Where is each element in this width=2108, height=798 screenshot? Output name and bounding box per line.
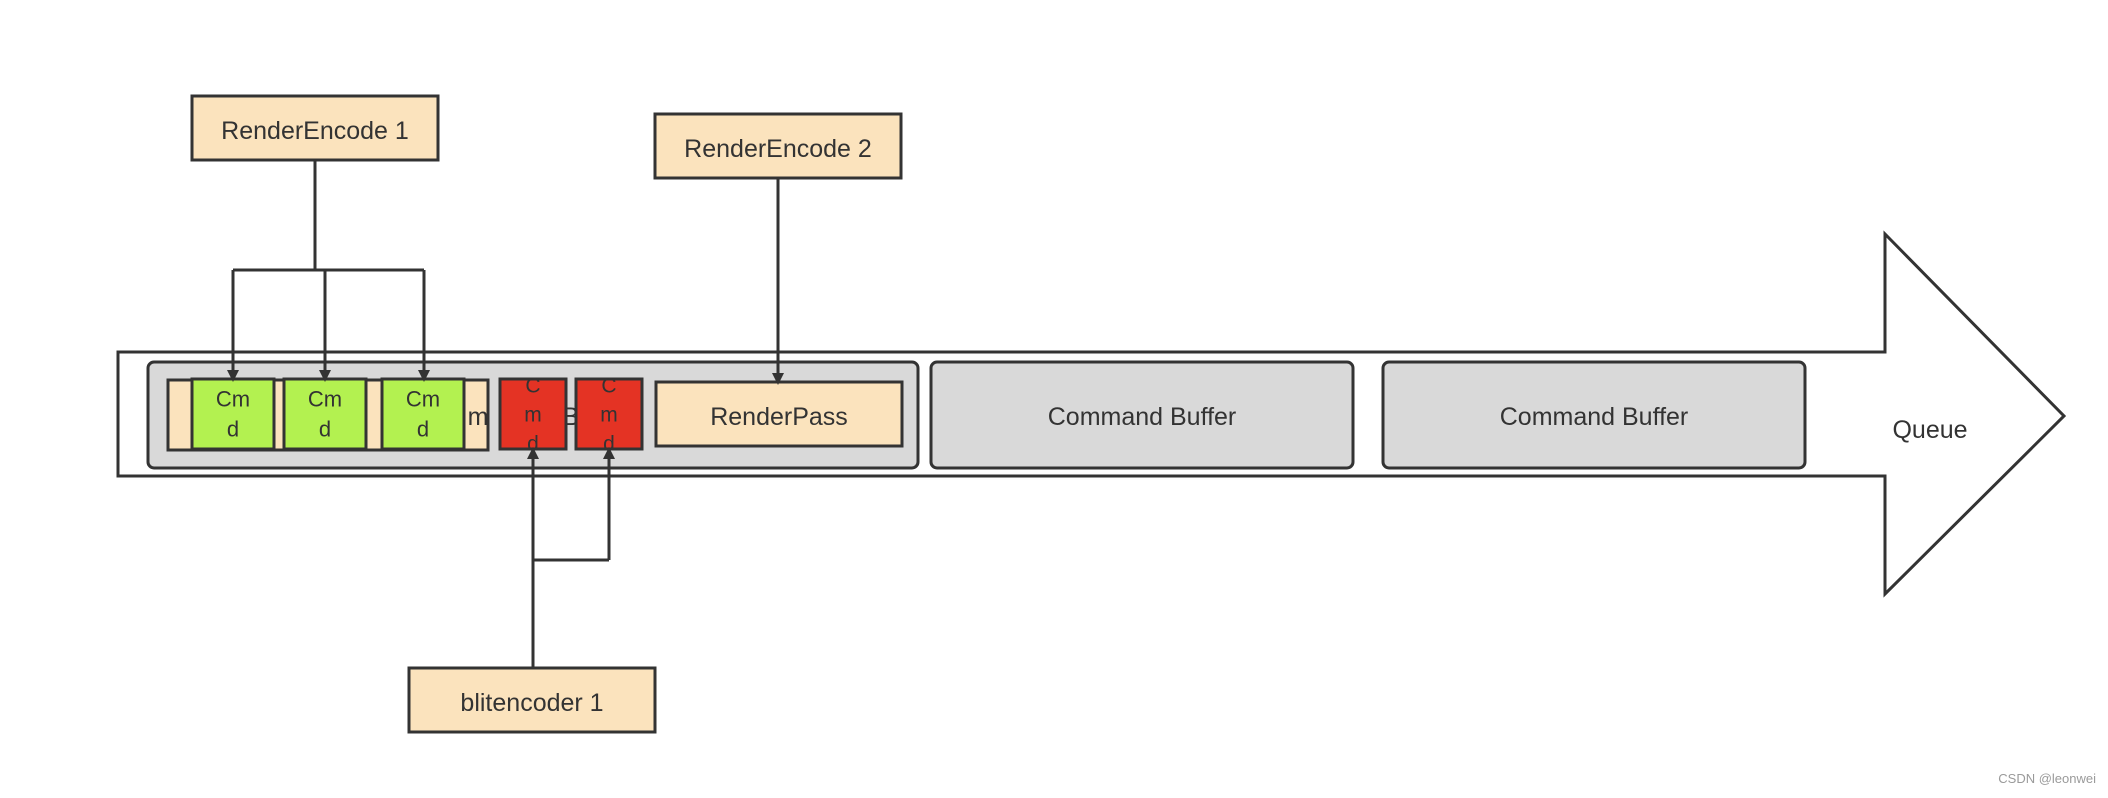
render-cmd-3 (380, 377, 466, 451)
queue-label: Queue (1892, 416, 1967, 444)
render-encode-1-connectors (227, 160, 430, 382)
blit-encoder-1-label: blitencoder 1 (460, 689, 603, 717)
render-encode-2-label: RenderEncode 2 (684, 135, 872, 163)
blit-cmd-2 (574, 377, 644, 451)
render-pass-2-label: RenderPass (710, 403, 848, 431)
watermark: CSDN @leonwei (1998, 771, 2096, 786)
render-encode-1-box (190, 94, 440, 162)
render-encode-1-label: RenderEncode 1 (221, 117, 409, 145)
blit-encoder-1-box (407, 666, 657, 734)
command-buffer-2-label: Command Buffer (1048, 403, 1237, 431)
render-encode-2-box (653, 112, 903, 180)
blit-encoder-1-connectors (527, 447, 615, 668)
command-buffer-3-label: Command Buffer (1500, 403, 1689, 431)
render-cmd-1 (190, 377, 276, 451)
command-buffer-2 (929, 360, 1355, 470)
command-buffer-3 (1381, 360, 1807, 470)
command-buffer-1-fragment-m: m (468, 403, 489, 431)
